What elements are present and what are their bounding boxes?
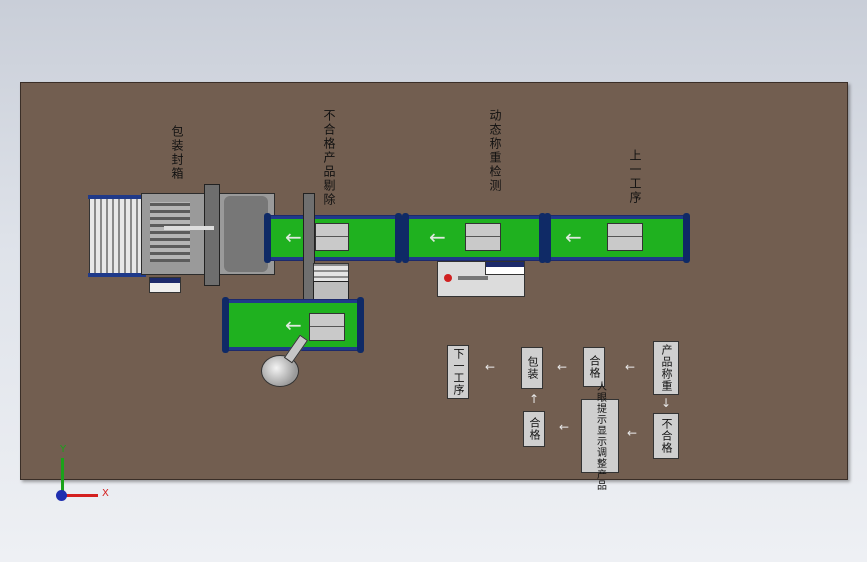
product-box <box>315 223 349 251</box>
axis-y-label: Y <box>60 444 67 455</box>
conveyor-infeed: ← <box>544 213 690 263</box>
axis-triad: Y X <box>50 444 110 504</box>
flow-arrow-icon: ← <box>625 360 636 374</box>
axis-origin-icon <box>56 490 67 501</box>
flow-arrow-icon: ↑ <box>529 392 540 406</box>
label-prev-process: 上一工序 <box>628 149 642 205</box>
flow-arrow-icon: ← <box>285 225 302 249</box>
product-box <box>465 223 501 251</box>
flow-ok-b: 合格 <box>523 411 545 447</box>
flow-next-process: 下一工序 <box>447 345 469 399</box>
flow-arrow-icon: ← <box>565 225 582 249</box>
flow-arrow-icon: ← <box>557 360 568 374</box>
axis-y-line <box>61 458 64 494</box>
flow-arrow-icon: ← <box>627 426 638 440</box>
conveyor-reject: ← <box>264 213 402 263</box>
sealer-control-panel <box>149 277 181 293</box>
flow-ok-a: 合格 <box>583 347 605 387</box>
product-box <box>607 223 643 251</box>
flow-product-weigh: 产品称重 <box>653 341 679 395</box>
label-dynamic-weigh: 动态称重检测 <box>488 109 502 193</box>
flow-manual: 人眼提示显示调整产品 <box>581 381 619 491</box>
conveyor-weigh: ← <box>402 213 546 263</box>
label-package-seal: 包装封箱 <box>170 125 184 181</box>
product-box <box>309 313 345 341</box>
label-reject: 不合格产品剔除 <box>322 109 336 207</box>
flow-arrow-icon: ← <box>485 360 496 374</box>
case-sealer <box>141 184 275 286</box>
flow-arrow-icon: ← <box>285 313 302 337</box>
axis-x-label: X <box>102 488 109 499</box>
axis-x-line <box>62 494 98 497</box>
roller-conveyor <box>88 195 146 277</box>
flow-not-ok: 不合格 <box>653 413 679 459</box>
flow-arrow-icon: ← <box>559 420 570 434</box>
flow-arrow-icon: ↓ <box>661 396 672 410</box>
layout-board: 包装封箱 不合格产品剔除 动态称重检测 上一工序 ← ← ← <box>20 82 848 491</box>
flow-pack: 包装 <box>521 347 543 389</box>
flow-arrow-icon: ← <box>429 225 446 249</box>
weigh-display <box>485 261 525 275</box>
